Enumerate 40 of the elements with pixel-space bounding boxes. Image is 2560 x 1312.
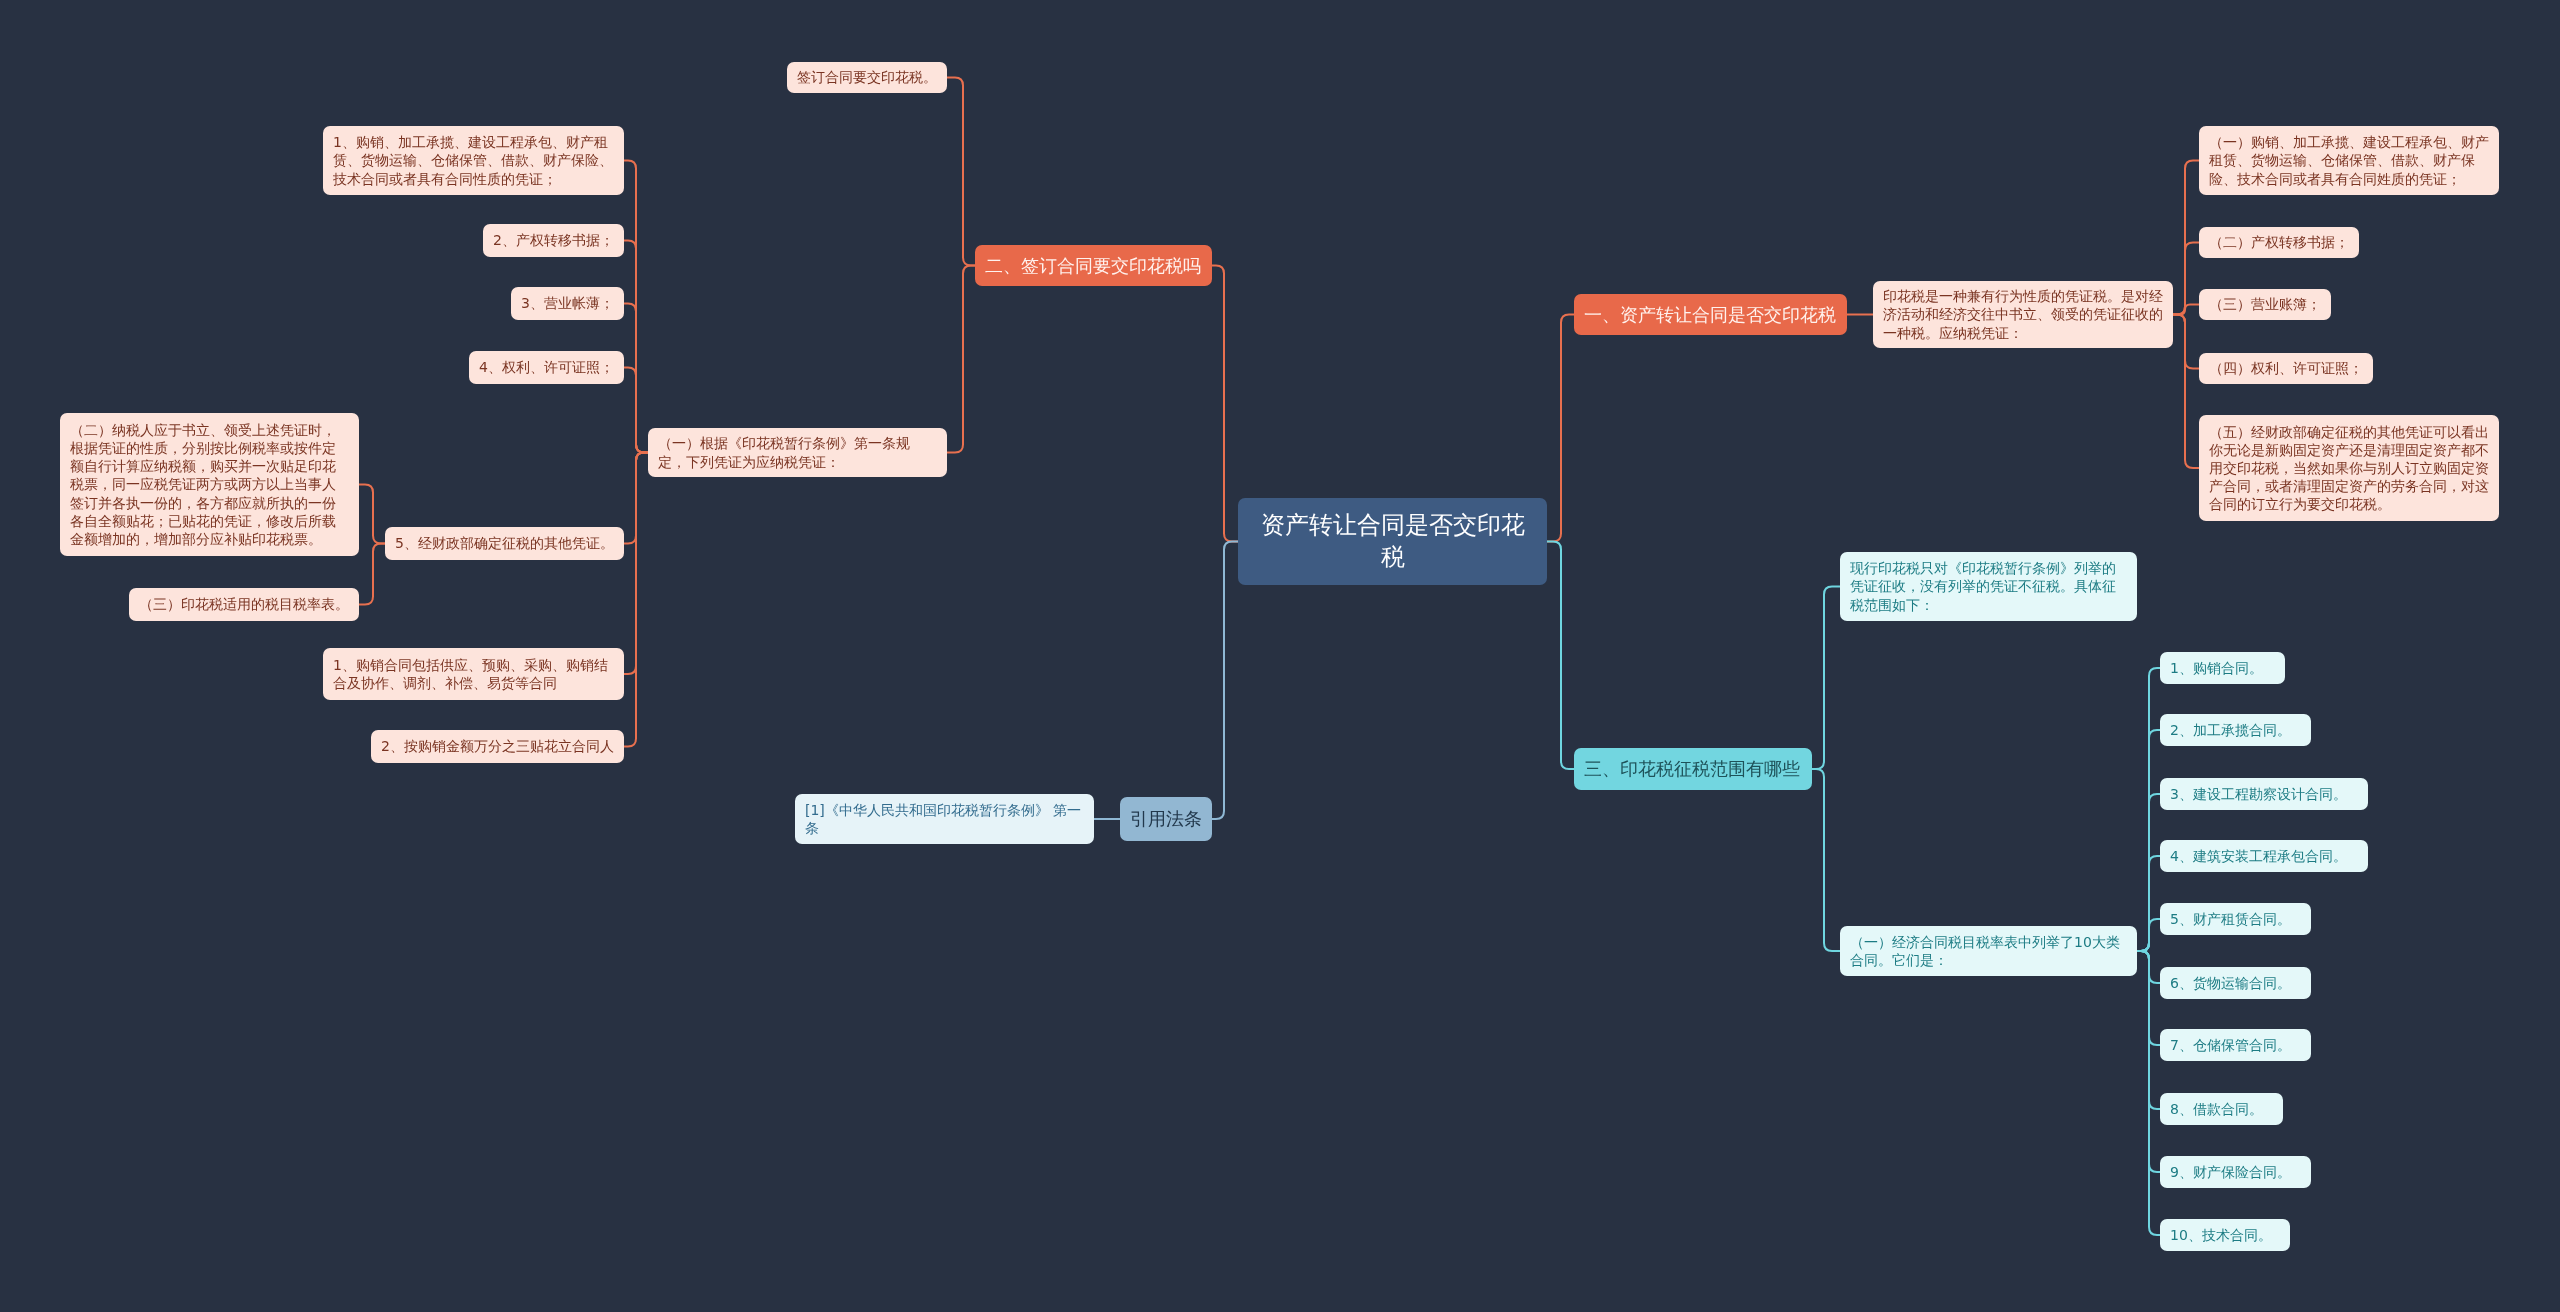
connector-line <box>623 451 649 748</box>
subtopic-box: 现行印花税只对《印花税暂行条例》列举的凭证征收，没有列举的凭证不征税。具体征税范围如下： <box>1840 552 2137 621</box>
subtopic-box: 7、仓储保管合同。 <box>2160 1029 2311 1061</box>
subtopic-box: 10、技术合同。 <box>2160 1219 2290 1251</box>
connector-line <box>1846 313 1874 316</box>
branch-topic-box: 三、印花税征税范围有哪些 <box>1574 748 1812 790</box>
branch-topic-box: 一、资产转让合同是否交印花税 <box>1574 294 1847 335</box>
connector-line <box>946 264 976 454</box>
subtopic-box: 2、加工承揽合同。 <box>2160 714 2311 746</box>
subtopic-box: 9、财产保险合同。 <box>2160 1156 2311 1188</box>
subtopic-box: （一）经济合同税目税率表中列举了10大类合同。它们是： <box>1840 926 2137 976</box>
subtopic-box: （三）营业账簿； <box>2199 289 2331 320</box>
subtopic-box: 4、建筑安装工程承包合同。 <box>2160 840 2368 872</box>
subtopic-box: 5、财产租赁合同。 <box>2160 903 2311 935</box>
subtopic-box: 2、按购销金额万分之三贴花立合同人 <box>371 730 624 763</box>
subtopic-box: （一）购销、加工承揽、建设工程承包、财产租赁、货物运输、仓储保管、借款、财产保险、技术合同或者具有合同姓质的凭证； <box>2199 126 2499 195</box>
subtopic-box: 8、借款合同。 <box>2160 1093 2283 1125</box>
subtopic-box: 5、经财政部确定征税的其他凭证。 <box>385 527 624 560</box>
subtopic-box: 1、购销、加工承揽、建设工程承包、财产租赁、货物运输、仓储保管、借款、财产保险、技术合同或者具有合同性质的凭证； <box>323 126 624 195</box>
subtopic-box: 6、货物运输合同。 <box>2160 967 2311 999</box>
connector-line <box>1211 540 1239 820</box>
subtopic-box: 4、权利、许可证照； <box>469 351 624 384</box>
branch-topic-box: 二、签订合同要交印花税吗 <box>975 245 1212 286</box>
subtopic-box: 3、建设工程勘察设计合同。 <box>2160 778 2368 810</box>
connector-line <box>1093 818 1121 820</box>
subtopic-box: 签订合同要交印花税。 <box>787 62 947 93</box>
subtopic-box: 3、营业帐薄； <box>511 287 624 320</box>
subtopic-box: （四）权利、许可证照； <box>2199 353 2373 384</box>
subtopic-box: （二）纳税人应于书立、领受上述凭证时，根据凭证的性质，分别按比例税率或按件定额自行计算应纳税额，购买并一次贴足印花税票，同一应税凭证两方或两方以上当事人签订并各执一份的，各方都应就所执的一份各自全额贴花；已贴花的凭证，修改后所载金额增加的，增加部分应补贴印花税票。 <box>60 413 359 556</box>
subtopic-box: （二）产权转移书据； <box>2199 227 2359 258</box>
central-topic-box: 资产转让合同是否交印花税 <box>1238 498 1547 585</box>
subtopic-box: 1、购销合同包括供应、预购、采购、购销结合及协作、调剂、补偿、易货等合同 <box>323 648 624 700</box>
subtopic-box: （五）经财政部确定征税的其他凭证可以看出你无论是新购固定资产还是清理固定资产都不用交印花税，当然如果你与别人订立购固定资产合同，或者清理固定资产的劳务合同，对这合同的订立行为要交印花税。 <box>2199 415 2499 521</box>
subtopic-box: （一）根据《印花税暂行条例》第一条规定，下列凭证为应纳税凭证： <box>648 428 947 477</box>
subtopic-box: （三）印花税适用的税目税率表。 <box>129 588 359 621</box>
subtopic-box: 印花税是一种兼有行为性质的凭证税。是对经济活动和经济交往中书立、领受的凭证征收的一种税。应纳税凭证： <box>1873 281 2173 348</box>
subtopic-box: 2、产权转移书据； <box>483 224 624 257</box>
subtopic-box: [1]《中华人民共和国印花税暂行条例》 第一条 <box>795 794 1094 844</box>
branch-topic-box: 引用法条 <box>1120 797 1212 841</box>
subtopic-box: 1、购销合同。 <box>2160 652 2285 684</box>
